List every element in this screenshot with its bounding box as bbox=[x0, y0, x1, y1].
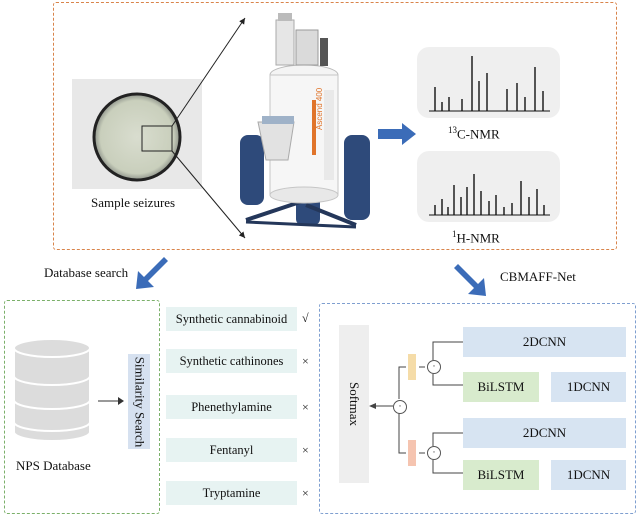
class-synthetic-cannabinoid: Synthetic cannabinoid bbox=[166, 307, 297, 331]
class-mark-tryptamine: × bbox=[302, 486, 309, 500]
c-nmr-spectrum-panel bbox=[417, 47, 560, 118]
top-1dcnn-box: 1DCNN bbox=[551, 372, 626, 402]
arrow-right-icon bbox=[378, 123, 416, 145]
bottom-bilstm-box: BiLSTM bbox=[463, 460, 539, 490]
softmax-box: Softmax bbox=[339, 325, 369, 483]
database-search-label: Database search bbox=[44, 265, 129, 280]
acquisition-region bbox=[53, 2, 617, 250]
c-nmr-label: 13C-NMR bbox=[448, 125, 500, 142]
class-tryptamine: Tryptamine bbox=[166, 481, 297, 505]
database-region bbox=[4, 300, 160, 514]
attention-bar-top bbox=[408, 354, 416, 380]
fusion-node-center: · bbox=[393, 400, 407, 414]
top-2dcnn-box: 2DCNN bbox=[463, 327, 626, 357]
top-bilstm-box: BiLSTM bbox=[463, 372, 539, 402]
h-nmr-spectrum-panel bbox=[417, 151, 560, 222]
similarity-search-label: Similarity Search bbox=[132, 356, 147, 447]
bottom-1dcnn-box: 1DCNN bbox=[551, 460, 626, 490]
c-nmr-spectrum-icon bbox=[429, 56, 550, 112]
h-nmr-text: H-NMR bbox=[456, 230, 500, 246]
h-nmr-spectrum-icon bbox=[429, 174, 550, 216]
cbmaff-net-label: CBMAFF-Net bbox=[500, 269, 576, 284]
class-mark-synthetic-cannabinoid: √ bbox=[302, 311, 309, 325]
arrow-down-left-icon bbox=[136, 257, 168, 289]
class-mark-fentanyl: × bbox=[302, 443, 309, 457]
network-connectors bbox=[369, 341, 463, 474]
spectrometer-icon: Ascend 400 bbox=[240, 13, 370, 229]
fusion-node-top: · bbox=[427, 360, 441, 374]
class-synthetic-cathinones: Synthetic cathinones bbox=[166, 349, 297, 373]
class-mark-synthetic-cathinones: × bbox=[302, 354, 309, 368]
nps-database-label: NPS Database bbox=[16, 458, 91, 473]
class-phenethylamine: Phenethylamine bbox=[166, 395, 297, 419]
database-icon bbox=[13, 338, 91, 442]
arrow-down-right-icon bbox=[454, 264, 486, 296]
class-fentanyl: Fentanyl bbox=[166, 438, 297, 462]
c-nmr-superscript: 13 bbox=[448, 125, 457, 135]
h-nmr-superscript: 1 bbox=[452, 229, 457, 239]
network-region bbox=[319, 303, 636, 514]
h-nmr-label: 1H-NMR bbox=[452, 229, 500, 246]
sample-label: Sample seizures bbox=[91, 195, 176, 210]
magnet-brand-text: Ascend 400 bbox=[315, 87, 324, 130]
attention-bar-bottom bbox=[408, 440, 416, 466]
c-nmr-text: C-NMR bbox=[457, 126, 500, 142]
bottom-2dcnn-box: 2DCNN bbox=[463, 418, 626, 448]
sample-image bbox=[72, 79, 202, 189]
petri-dish-icon bbox=[92, 92, 182, 182]
nmr-spectrometer: Ascend 400 bbox=[236, 10, 376, 240]
similarity-search-box: Similarity Search bbox=[128, 354, 150, 449]
arrow-to-search-icon bbox=[98, 397, 124, 405]
class-mark-phenethylamine: × bbox=[302, 400, 309, 414]
fusion-node-bottom: · bbox=[427, 446, 441, 460]
